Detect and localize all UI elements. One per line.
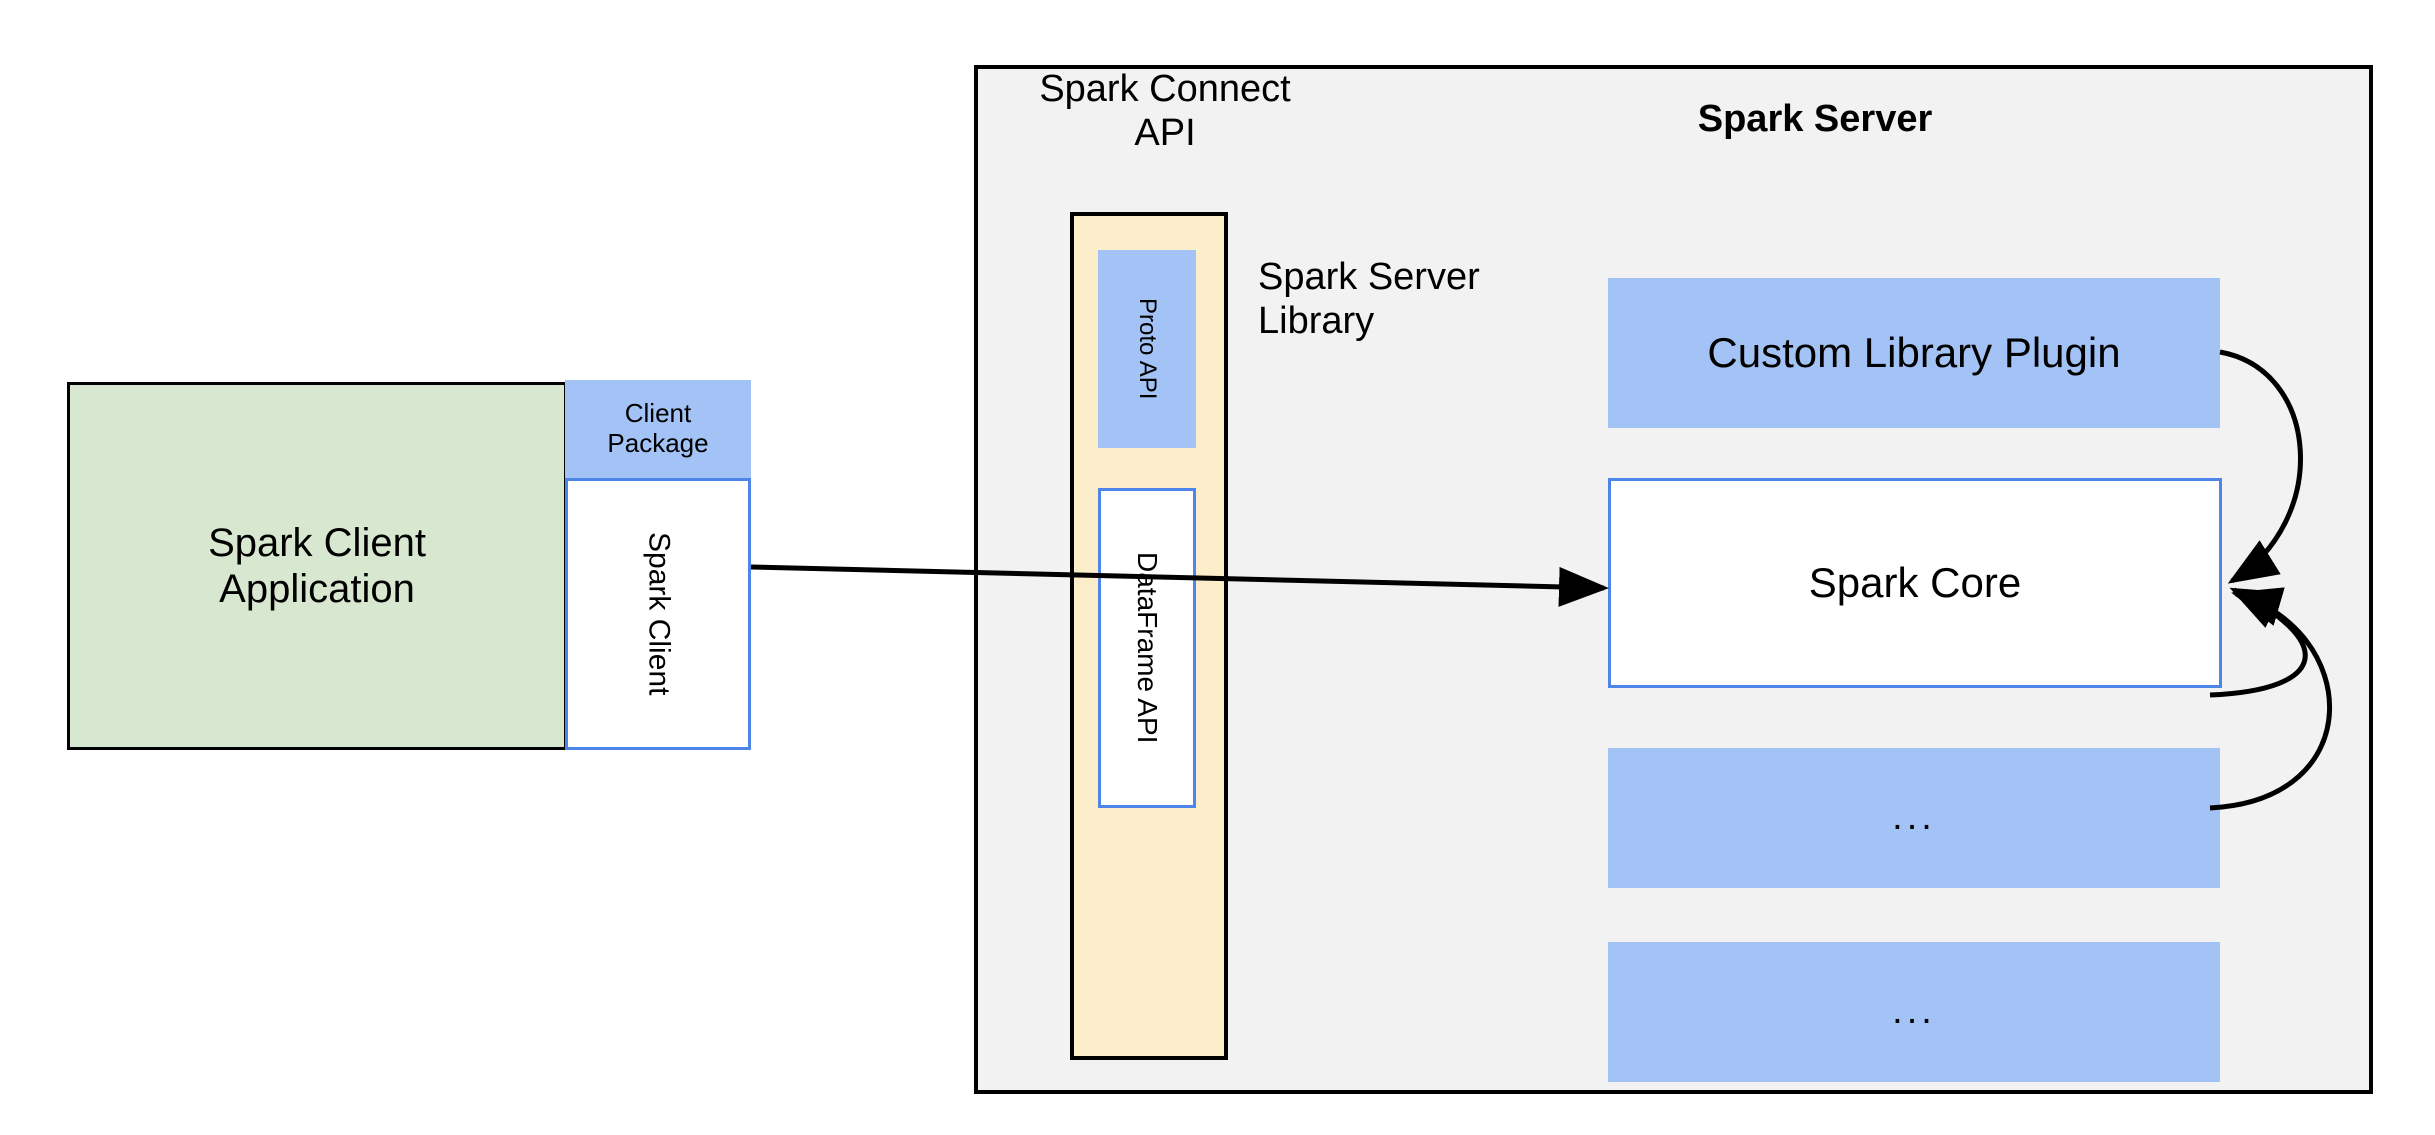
client-package-line1: Client [624,398,692,429]
spark-core-box[interactable]: Spark Core [1608,478,2222,688]
spark-client-application-box[interactable]: Spark Client Application [67,382,567,750]
spark-server-library-line2: Library [1258,300,1375,342]
client-package-line2: Package [607,428,709,458]
client-application-line2: Application [219,567,415,611]
proto-api-label: Proto API [1133,298,1161,400]
ellipsis-label-2: ... [1892,990,1936,1033]
spark-client-box[interactable]: Spark Client [565,478,751,750]
spark-connect-api-line2: API [1134,112,1196,154]
dataframe-api-label: DataFrame API [1132,552,1164,744]
spark-server-library-label: Spark Server Library [1258,255,1558,345]
spark-server-library-line1: Spark Server [1258,256,1480,299]
custom-library-plugin-label: Custom Library Plugin [1707,328,2121,376]
server-stack-ellipsis-box-1[interactable]: ... [1608,748,2220,888]
client-application-line1: Spark Client [208,521,426,565]
custom-library-plugin-box[interactable]: Custom Library Plugin [1608,278,2220,428]
server-stack-ellipsis-box-2[interactable]: ... [1608,942,2220,1082]
spark-client-label: Spark Client [642,532,676,696]
spark-connect-api-label: Spark Connect API [1020,68,1310,154]
dataframe-api-box[interactable]: DataFrame API [1098,488,1196,808]
ellipsis-label-1: ... [1892,796,1936,839]
spark-core-label: Spark Core [1808,558,2022,606]
spark-server-title: Spark Server [1697,98,1933,141]
client-package-box[interactable]: Client Package [565,380,751,478]
spark-connect-api-line1: Spark Connect [1039,68,1291,111]
proto-api-box[interactable]: Proto API [1098,250,1196,448]
